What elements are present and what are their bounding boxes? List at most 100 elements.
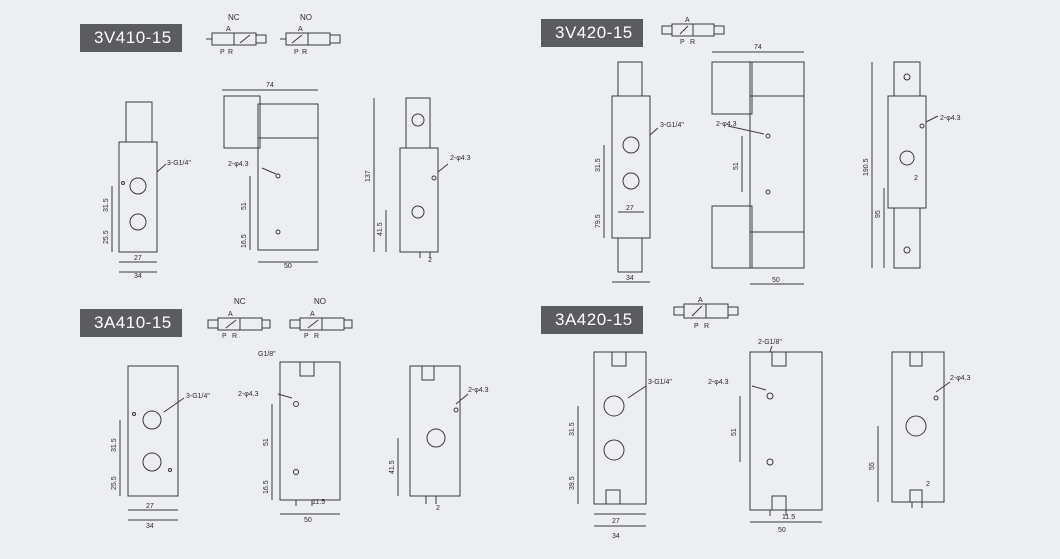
front-view-3a410	[119, 365, 185, 521]
end-view-3v420	[871, 61, 939, 269]
hole-note: 2-φ4.3	[716, 121, 737, 128]
dim-34: 34	[612, 533, 620, 540]
hole-note: 2-φ4.3	[940, 115, 961, 122]
valve-symbol-nc-3v410	[206, 32, 267, 46]
port-note: 3-G1/4"	[167, 160, 191, 167]
dim-2: 2	[914, 175, 918, 182]
port-note-top: 2-G1/8"	[758, 339, 782, 346]
port-label-a: A	[685, 17, 690, 24]
port-label-a: A	[298, 26, 303, 33]
dim-34: 34	[134, 273, 142, 280]
hole-note: 2-φ4.3	[228, 161, 249, 168]
symbol-label-nc: NC	[228, 13, 240, 22]
dim-11-5: 11.5	[312, 499, 325, 506]
port-label-a: A	[228, 311, 233, 318]
dim-50: 50	[284, 263, 292, 270]
dim-27: 27	[134, 255, 142, 262]
dim-2: 2	[926, 481, 930, 488]
hole-note: 2-φ4.3	[450, 155, 471, 162]
hole-note: 2-φ4.3	[468, 387, 489, 394]
dim-51: 51	[733, 162, 740, 170]
hole-note: 2-φ4.3	[238, 391, 259, 398]
hole-note: 2-φ4.3	[950, 375, 971, 382]
front-view-3a420	[577, 351, 647, 527]
symbol-label-no: NO	[300, 13, 312, 22]
end-view-3a410	[397, 365, 469, 504]
port-label-p: P	[220, 49, 225, 56]
port-label-r: R	[232, 333, 237, 340]
port-label-p: P	[294, 49, 299, 56]
dim-50: 50	[778, 527, 786, 534]
valve-symbol-3a420	[673, 303, 739, 319]
port-label-p: P	[680, 39, 685, 46]
valve-symbol-no-3a410	[289, 317, 353, 331]
valve-symbol-3v420	[661, 23, 725, 37]
section-title-3v410: 3V410-15	[80, 24, 182, 52]
port-label-a: A	[226, 26, 231, 33]
valve-symbol-no-3v410	[280, 32, 341, 46]
dim-27: 27	[626, 205, 634, 212]
port-label-p: P	[222, 333, 227, 340]
dim-74: 74	[754, 44, 762, 51]
dim-95: 95	[875, 210, 882, 218]
side-view-3a410	[271, 361, 341, 515]
port-label-r: R	[302, 49, 307, 56]
port-note: 3-G1/4"	[648, 379, 672, 386]
dim-31-5: 31.5	[569, 422, 576, 436]
dim-16-5: 16.5	[263, 480, 270, 494]
dim-27: 27	[612, 518, 620, 525]
port-label-p: P	[304, 333, 309, 340]
dim-50: 50	[304, 517, 312, 524]
dim-51: 51	[731, 428, 738, 436]
end-view-3a420	[877, 351, 951, 508]
section-title-3a420: 3A420-15	[541, 306, 643, 334]
end-view-3v410	[373, 97, 449, 258]
side-view-3a420	[739, 345, 823, 523]
port-note: 3-G1/4"	[660, 122, 684, 129]
dim-25-5: 25.5	[111, 476, 118, 490]
dim-31-5: 31.5	[595, 158, 602, 172]
valve-symbol-nc-3a410	[207, 317, 271, 331]
dim-50: 50	[772, 277, 780, 284]
port-label-r: R	[690, 39, 695, 46]
dim-190-5: 190.5	[863, 158, 870, 176]
symbol-label-nc: NC	[234, 297, 246, 306]
dim-34: 34	[626, 275, 634, 282]
port-label-r: R	[228, 49, 233, 56]
section-title-3a410: 3A410-15	[80, 309, 182, 337]
dim-51: 51	[263, 438, 270, 446]
dim-16-5: 16.5	[241, 234, 248, 248]
dim-31-5: 31.5	[103, 198, 110, 212]
dim-79-5: 79.5	[595, 214, 602, 228]
front-view-3v410	[111, 101, 167, 273]
section-title-3v420: 3V420-15	[541, 19, 643, 47]
port-label-r: R	[704, 323, 709, 330]
hole-note: 2-φ4.3	[708, 379, 729, 386]
dim-27: 27	[146, 503, 154, 510]
dim-2: 2	[436, 505, 440, 512]
dim-34: 34	[146, 523, 154, 530]
port-label-r: R	[314, 333, 319, 340]
dim-41-5: 41.5	[377, 222, 384, 236]
dim-74: 74	[266, 82, 274, 89]
dim-137: 137	[365, 170, 372, 182]
dim-31-5: 31.5	[111, 438, 118, 452]
side-view-3v420	[711, 51, 805, 285]
side-view-3v410	[222, 89, 319, 263]
port-label-a: A	[698, 297, 703, 304]
dim-55: 55	[869, 462, 876, 470]
dim-41-5: 41.5	[389, 460, 396, 474]
symbol-label-no: NO	[314, 297, 326, 306]
port-label-a: A	[310, 311, 315, 318]
dim-11-5: 11.5	[782, 514, 795, 521]
front-view-3v420	[603, 61, 659, 283]
port-note: 3-G1/4"	[186, 393, 210, 400]
dim-2: 2	[428, 257, 432, 264]
port-note-top: G1/8"	[258, 351, 276, 358]
dim-51: 51	[241, 202, 248, 210]
port-label-p: P	[694, 323, 699, 330]
dim-25-5: 25.5	[103, 230, 110, 244]
dim-39-5: 39.5	[569, 476, 576, 490]
